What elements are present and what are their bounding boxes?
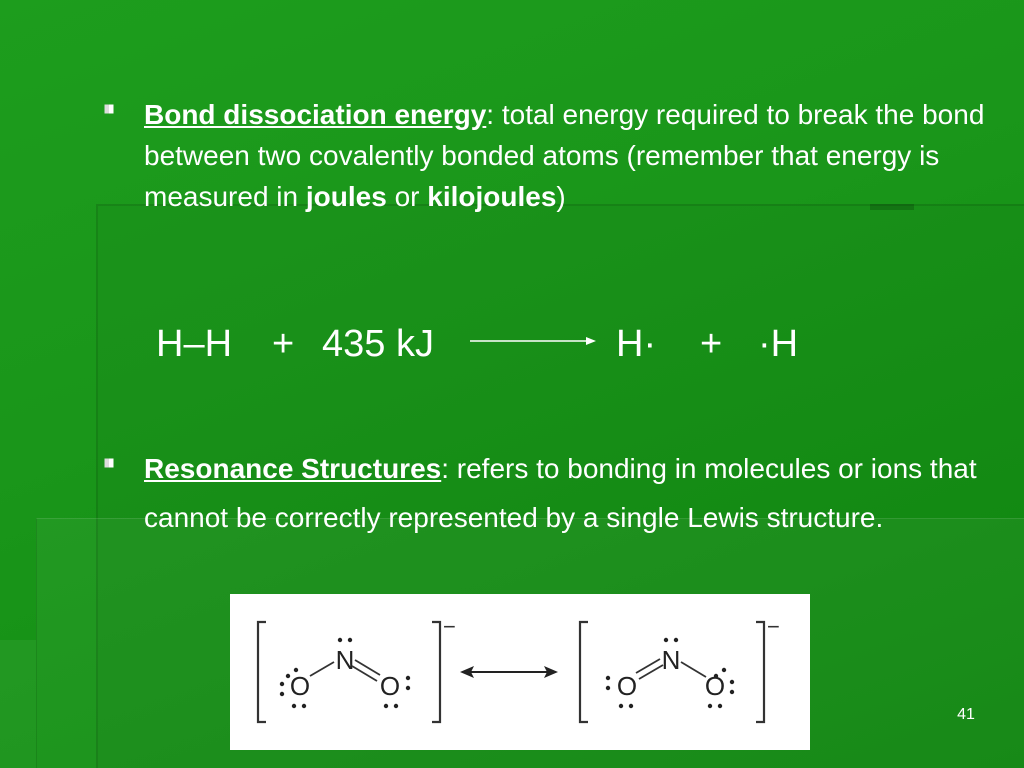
bond-dissociation-equation: H–H + 435 kJ H· + ·H: [0, 318, 1024, 370]
double-headed-arrow-icon: [460, 666, 558, 678]
atom-oxygen: O: [617, 671, 637, 701]
definition-text: ): [556, 181, 566, 212]
accent-bar: [870, 204, 914, 210]
atom-oxygen: O: [380, 671, 400, 701]
emphasis-joules: joules: [305, 181, 387, 212]
left-bracket: [256, 620, 266, 724]
double-bond: [635, 658, 661, 674]
single-bond: [309, 661, 335, 677]
atom-oxygen: O: [705, 671, 725, 701]
double-bond: [354, 659, 381, 676]
ion-charge: −: [443, 614, 456, 639]
bullet-resonance-structures: Resonance Structures: refers to bonding …: [144, 444, 1004, 542]
right-bracket: [756, 620, 766, 724]
atom-nitrogen: N: [336, 645, 355, 675]
left-bracket: [578, 620, 588, 724]
equation-plus: +: [272, 323, 295, 365]
single-bond: [680, 661, 707, 678]
equation-plus: +: [700, 323, 723, 365]
equation-energy: 435 kJ: [322, 323, 434, 365]
double-bond: [351, 665, 378, 682]
page-number: 41: [957, 706, 975, 723]
atom-nitrogen: N: [662, 645, 681, 675]
background-panel: [0, 640, 36, 768]
equation-reactant: H–H: [156, 323, 233, 365]
definition-text: : total energy required to break the bon…: [144, 99, 985, 212]
term-bond-dissociation-energy: Bond dissociation energy: [144, 99, 487, 130]
nitrite-resonance-diagram: − O N O: [256, 614, 780, 724]
right-arrow-icon: [470, 337, 596, 345]
emphasis-kilojoules: kilojoules: [427, 181, 557, 212]
bullet-bond-dissociation: Bond dissociation energy: total energy r…: [144, 94, 994, 217]
lone-pair-electrons: [279, 637, 411, 709]
ion-charge: −: [767, 614, 780, 639]
lone-pair-electrons: [605, 637, 735, 709]
square-bullet-icon: [104, 458, 114, 468]
square-bullet-icon: [104, 104, 114, 114]
background-panel: [96, 204, 1024, 768]
right-bracket: [432, 620, 442, 724]
equation-product-radical: ·H: [758, 323, 799, 365]
equation-product-radical: H·: [616, 323, 657, 365]
definition-text: : refers to bonding in molecules or ions…: [144, 453, 977, 533]
atom-oxygen: O: [290, 671, 310, 701]
term-resonance-structures: Resonance Structures: [144, 453, 442, 484]
definition-text: or: [386, 181, 428, 212]
resonance-structures-figure: − O N O: [230, 594, 810, 750]
double-bond: [638, 664, 664, 680]
